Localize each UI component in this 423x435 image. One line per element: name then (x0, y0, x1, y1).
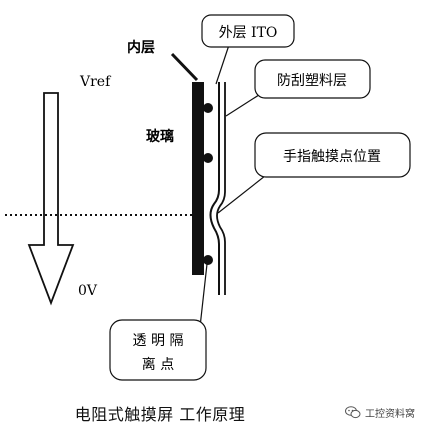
outer-ito-film (209, 82, 220, 295)
spacer-dot (203, 255, 213, 265)
spacer-dot (203, 153, 213, 163)
callout-spacer-box (109, 319, 207, 381)
label-spacer-line1: 透 明 隔 (133, 333, 184, 349)
label-zero-v: 0V (78, 283, 98, 299)
label-spacer-line2: 离 点 (142, 356, 174, 373)
leader-finger-touch (217, 171, 271, 214)
label-outer-ito: 外层 ITO (219, 25, 278, 41)
leader-spacer (199, 263, 208, 328)
label-finger-touch: 手指触摸点位置 (283, 149, 381, 165)
spacer-dot (203, 103, 213, 113)
figure-caption: 电阻式触摸屏 工作原理 (74, 405, 246, 424)
label-glass: 玻璃 (146, 128, 174, 145)
label-scratch-plastic: 防刮塑料层 (277, 73, 347, 89)
watermark: 工控资料窝 (345, 405, 415, 420)
callout-finger-touch-box (254, 132, 411, 178)
wechat-icon (345, 406, 361, 419)
label-vref: Vref (79, 74, 112, 90)
leader-scratch-plastic (225, 92, 263, 117)
voltage-arrow (27, 92, 75, 306)
label-inner-layer: 内层 (127, 39, 155, 56)
callout-scratch-plastic-box (254, 59, 371, 99)
watermark-text: 工控资料窝 (365, 409, 415, 420)
leader-inner-layer (170, 52, 199, 82)
scratch-plastic-layer (216, 82, 226, 295)
callout-outer-ito-box (201, 14, 295, 48)
inner-glass-layer (192, 82, 204, 275)
